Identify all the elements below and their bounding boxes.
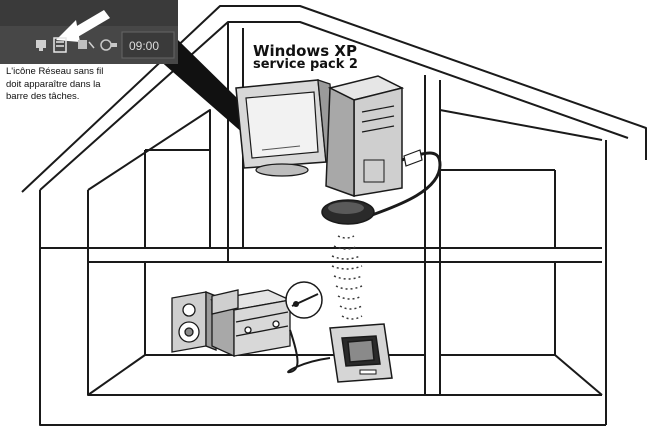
arrow-icon	[56, 10, 110, 42]
caption-line: doit apparaître dans la	[6, 78, 101, 90]
wireless-adapter-icon	[321, 199, 375, 225]
house	[21, 5, 647, 426]
os-service-pack: service pack 2	[253, 57, 358, 72]
stereo-system-icon	[171, 289, 293, 358]
os-label: Windows XP service pack 2	[253, 44, 358, 72]
taskbar-inset	[0, 0, 178, 64]
wireless-signal-waves	[331, 235, 363, 320]
audio-connector-callout	[285, 281, 323, 319]
wireless-music-station-icon	[329, 323, 393, 383]
usb-icon	[100, 39, 117, 51]
audio-cable	[287, 329, 331, 374]
wireless-network-icon	[53, 37, 67, 53]
monitor-icon	[235, 79, 337, 177]
caption-line: L'icône Réseau sans fil	[6, 66, 104, 77]
caption-line: barre des tâches.	[6, 91, 80, 102]
taskbar-clock: 09:00	[129, 39, 160, 53]
usb-plug-icon	[403, 149, 423, 167]
taskbar-caption: L'icône Réseau sans fil doit apparaître …	[6, 66, 146, 104]
usb-cable	[371, 151, 442, 217]
computer-tower-icon	[325, 75, 405, 198]
volume-icon	[78, 40, 95, 49]
network-icon	[36, 40, 46, 51]
os-name: Windows XP	[253, 42, 357, 60]
